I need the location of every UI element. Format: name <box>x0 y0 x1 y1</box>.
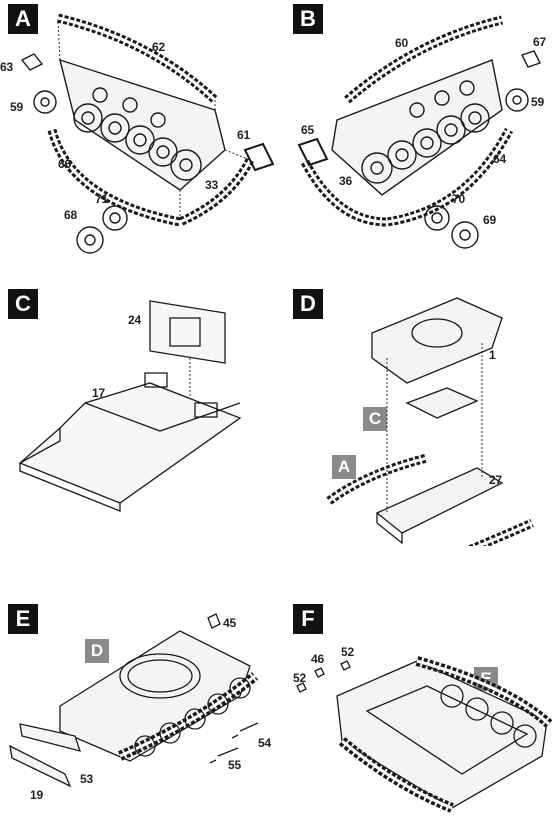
part-number-1: 1 <box>489 348 496 362</box>
lower-hull-27 <box>375 467 504 534</box>
part-number-62: 62 <box>152 40 165 54</box>
road-wheels <box>73 103 202 181</box>
part-number-59b: 59 <box>531 95 544 109</box>
part-number-70: 70 <box>452 192 465 206</box>
part-number-46: 46 <box>311 652 324 666</box>
step-c-panel: C 24 17 <box>0 273 277 546</box>
part-number-71: 71 <box>95 192 108 206</box>
step-d-drawing <box>326 297 534 546</box>
part-number-60: 60 <box>395 36 408 50</box>
part-number-55: 55 <box>228 758 241 772</box>
floor-plate-17 <box>18 382 242 504</box>
step-b-drawing <box>297 15 541 249</box>
part-number-45: 45 <box>223 616 236 630</box>
step-a-badge: A <box>8 4 38 34</box>
upper-hull-1 <box>371 297 503 384</box>
step-e-panel: E D 45 19 53 54 55 <box>0 546 277 821</box>
step-b-badge: B <box>293 4 323 34</box>
part-number-24: 24 <box>128 313 141 327</box>
part-number-33: 33 <box>205 178 218 192</box>
part-number-52-right: 52 <box>341 645 354 659</box>
hull-tub <box>336 660 548 809</box>
part-number-27: 27 <box>489 473 502 487</box>
part-number-59: 59 <box>10 100 23 114</box>
hull-side-plate <box>331 59 503 196</box>
part-number-54: 54 <box>258 736 271 750</box>
step-d-panel: D C A B 1 27 <box>277 273 554 546</box>
step-e-drawing <box>9 613 259 788</box>
part-number-19: 19 <box>30 788 43 802</box>
part-number-36: 36 <box>339 174 352 188</box>
part-number-52-left: 52 <box>293 671 306 685</box>
step-b-panel: B 60 67 59 65 64 36 70 69 <box>277 0 554 273</box>
part-number-53: 53 <box>80 772 93 786</box>
step-c-drawing <box>18 300 242 512</box>
step-a-drawing <box>20 13 275 254</box>
step-a-panel: A <box>0 0 277 273</box>
part-number-65: 65 <box>301 123 314 137</box>
part-number-17: 17 <box>92 386 105 400</box>
subassembly-d-badge: D <box>85 639 109 663</box>
part-number-63: 63 <box>0 60 13 74</box>
part-number-61: 61 <box>237 128 250 142</box>
step-e-badge: E <box>8 604 38 634</box>
part-number-64: 64 <box>493 152 506 166</box>
part-number-66: 66 <box>58 157 71 171</box>
part-number-69: 69 <box>483 213 496 227</box>
step-f-panel: F E 46 52 52 <box>277 546 554 821</box>
part-number-67: 67 <box>533 35 546 49</box>
hull-body <box>59 630 251 762</box>
step-c-badge: C <box>8 289 38 319</box>
step-f-drawing <box>296 656 553 813</box>
subassembly-a-badge: A <box>332 455 356 479</box>
step-f-badge: F <box>293 604 323 634</box>
road-wheels <box>361 103 490 184</box>
subassembly-c-badge: C <box>363 407 387 431</box>
track-assembly-a <box>326 453 429 505</box>
panel-24 <box>149 300 226 364</box>
step-d-badge: D <box>293 289 323 319</box>
hull-side-plate <box>59 58 226 191</box>
part-number-68: 68 <box>64 208 77 222</box>
